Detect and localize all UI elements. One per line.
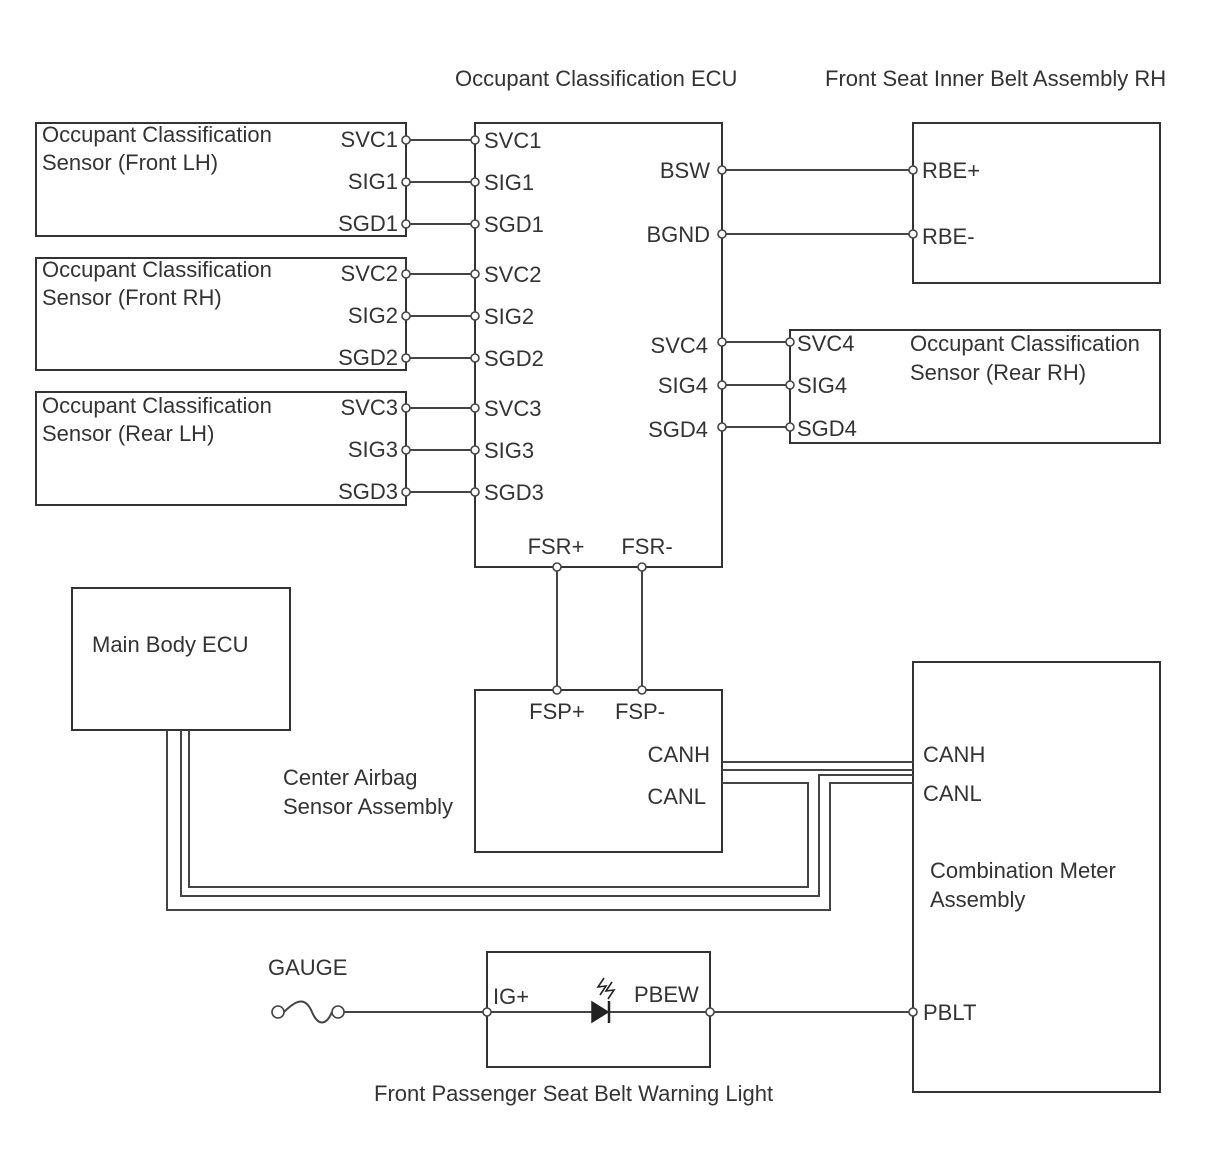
airbag-sensor-name-2: Sensor Assembly [283, 794, 453, 819]
pin-ecu-bsw: BSW [660, 158, 710, 183]
combination-meter-name-2: Assembly [930, 887, 1025, 912]
pin-light-pbew: PBEW [634, 982, 699, 1007]
pin-ecu-sgd3: SGD3 [484, 480, 544, 505]
sensor-rear-rh-name-1: Occupant Classification [910, 331, 1140, 356]
sensor-wires [406, 139, 790, 493]
belt-assembly-title: Front Seat Inner Belt Assembly RH [825, 66, 1166, 91]
pin-flh-svc1: SVC1 [341, 127, 398, 152]
pin-rlh-svc3: SVC3 [341, 395, 398, 420]
sensor-rear-lh-box [35, 391, 407, 506]
pin-ecu-svc4: SVC4 [651, 333, 708, 358]
pin-ecu-bgnd: BGND [646, 222, 710, 247]
warning-light-title: Front Passenger Seat Belt Warning Light [374, 1081, 773, 1106]
sensor-front-lh-name-1: Occupant Classification [42, 122, 272, 147]
sensor-rear-lh-name-1: Occupant Classification [42, 393, 272, 418]
pin-ecu-fsr-minus: FSR- [621, 534, 672, 559]
pin-ecu-sig4: SIG4 [658, 373, 708, 398]
pin-light-ig-plus: IG+ [493, 984, 529, 1009]
pin-ecu-fsr-plus: FSR+ [528, 534, 585, 559]
pin-ecu-sig1: SIG1 [484, 170, 534, 195]
sensor-rear-rh-name-2: Sensor (Rear RH) [910, 360, 1086, 385]
sensor-front-lh-name-2: Sensor (Front LH) [42, 150, 218, 175]
pin-airbag-fsp-minus: FSP- [615, 699, 665, 724]
pin-frh-svc2: SVC2 [341, 261, 398, 286]
pin-rrh-sgd4: SGD4 [797, 416, 857, 441]
combination-meter-name-1: Combination Meter [930, 858, 1116, 883]
fsr-fsp-wires [556, 567, 643, 690]
combination-meter-box [912, 661, 1161, 1093]
belt-wires [722, 169, 913, 235]
pin-rrh-svc4: SVC4 [797, 331, 854, 356]
pin-flh-sig1: SIG1 [348, 169, 398, 194]
led-icon [591, 977, 616, 1024]
belt-assembly-box [912, 122, 1161, 284]
center-airbag-sensor-box [474, 689, 723, 853]
pin-airbag-canl: CANL [647, 784, 706, 809]
main-body-ecu-box [71, 587, 291, 731]
ecu-title: Occupant Classification ECU [455, 66, 737, 91]
pin-ecu-svc3: SVC3 [484, 396, 541, 421]
sensor-front-rh-name-2: Sensor (Front RH) [42, 285, 222, 310]
gauge-fuse-label: GAUGE [268, 955, 347, 980]
sensor-rear-rh-box [789, 329, 1161, 444]
pin-ecu-svc1: SVC1 [484, 128, 541, 153]
occupant-classification-ecu-box [474, 122, 723, 568]
pin-rlh-sgd3: SGD3 [338, 479, 398, 504]
gauge-fuse-icon [271, 1000, 345, 1024]
pin-meter-pblt: PBLT [923, 1000, 976, 1025]
pin-frh-sgd2: SGD2 [338, 345, 398, 370]
pin-ecu-sgd4: SGD4 [648, 417, 708, 442]
pin-ecu-sig2: SIG2 [484, 304, 534, 329]
airbag-sensor-name-1: Center Airbag [283, 765, 418, 790]
pin-ecu-sgd2: SGD2 [484, 346, 544, 371]
pin-meter-canl: CANL [923, 781, 982, 806]
sensor-front-lh-box [35, 122, 407, 237]
can-bus-wires [166, 730, 913, 911]
pin-belt-rbe-plus: RBE+ [922, 158, 980, 183]
pin-belt-rbe-minus: RBE- [922, 224, 975, 249]
pin-rlh-sig3: SIG3 [348, 437, 398, 462]
pin-ecu-svc2: SVC2 [484, 262, 541, 287]
pin-frh-sig2: SIG2 [348, 303, 398, 328]
pin-rrh-sig4: SIG4 [797, 373, 847, 398]
pin-airbag-canh: CANH [648, 742, 710, 767]
pin-flh-sgd1: SGD1 [338, 211, 398, 236]
pin-ecu-sig3: SIG3 [484, 438, 534, 463]
pin-ecu-sgd1: SGD1 [484, 212, 544, 237]
terminals [401, 135, 918, 1017]
sensor-rear-lh-name-2: Sensor (Rear LH) [42, 421, 214, 446]
sensor-front-rh-name-1: Occupant Classification [42, 257, 272, 282]
main-body-ecu-name: Main Body ECU [92, 632, 249, 657]
pin-airbag-fsp-plus: FSP+ [529, 699, 585, 724]
sensor-front-rh-box [35, 257, 407, 371]
pin-meter-canh: CANH [923, 742, 985, 767]
